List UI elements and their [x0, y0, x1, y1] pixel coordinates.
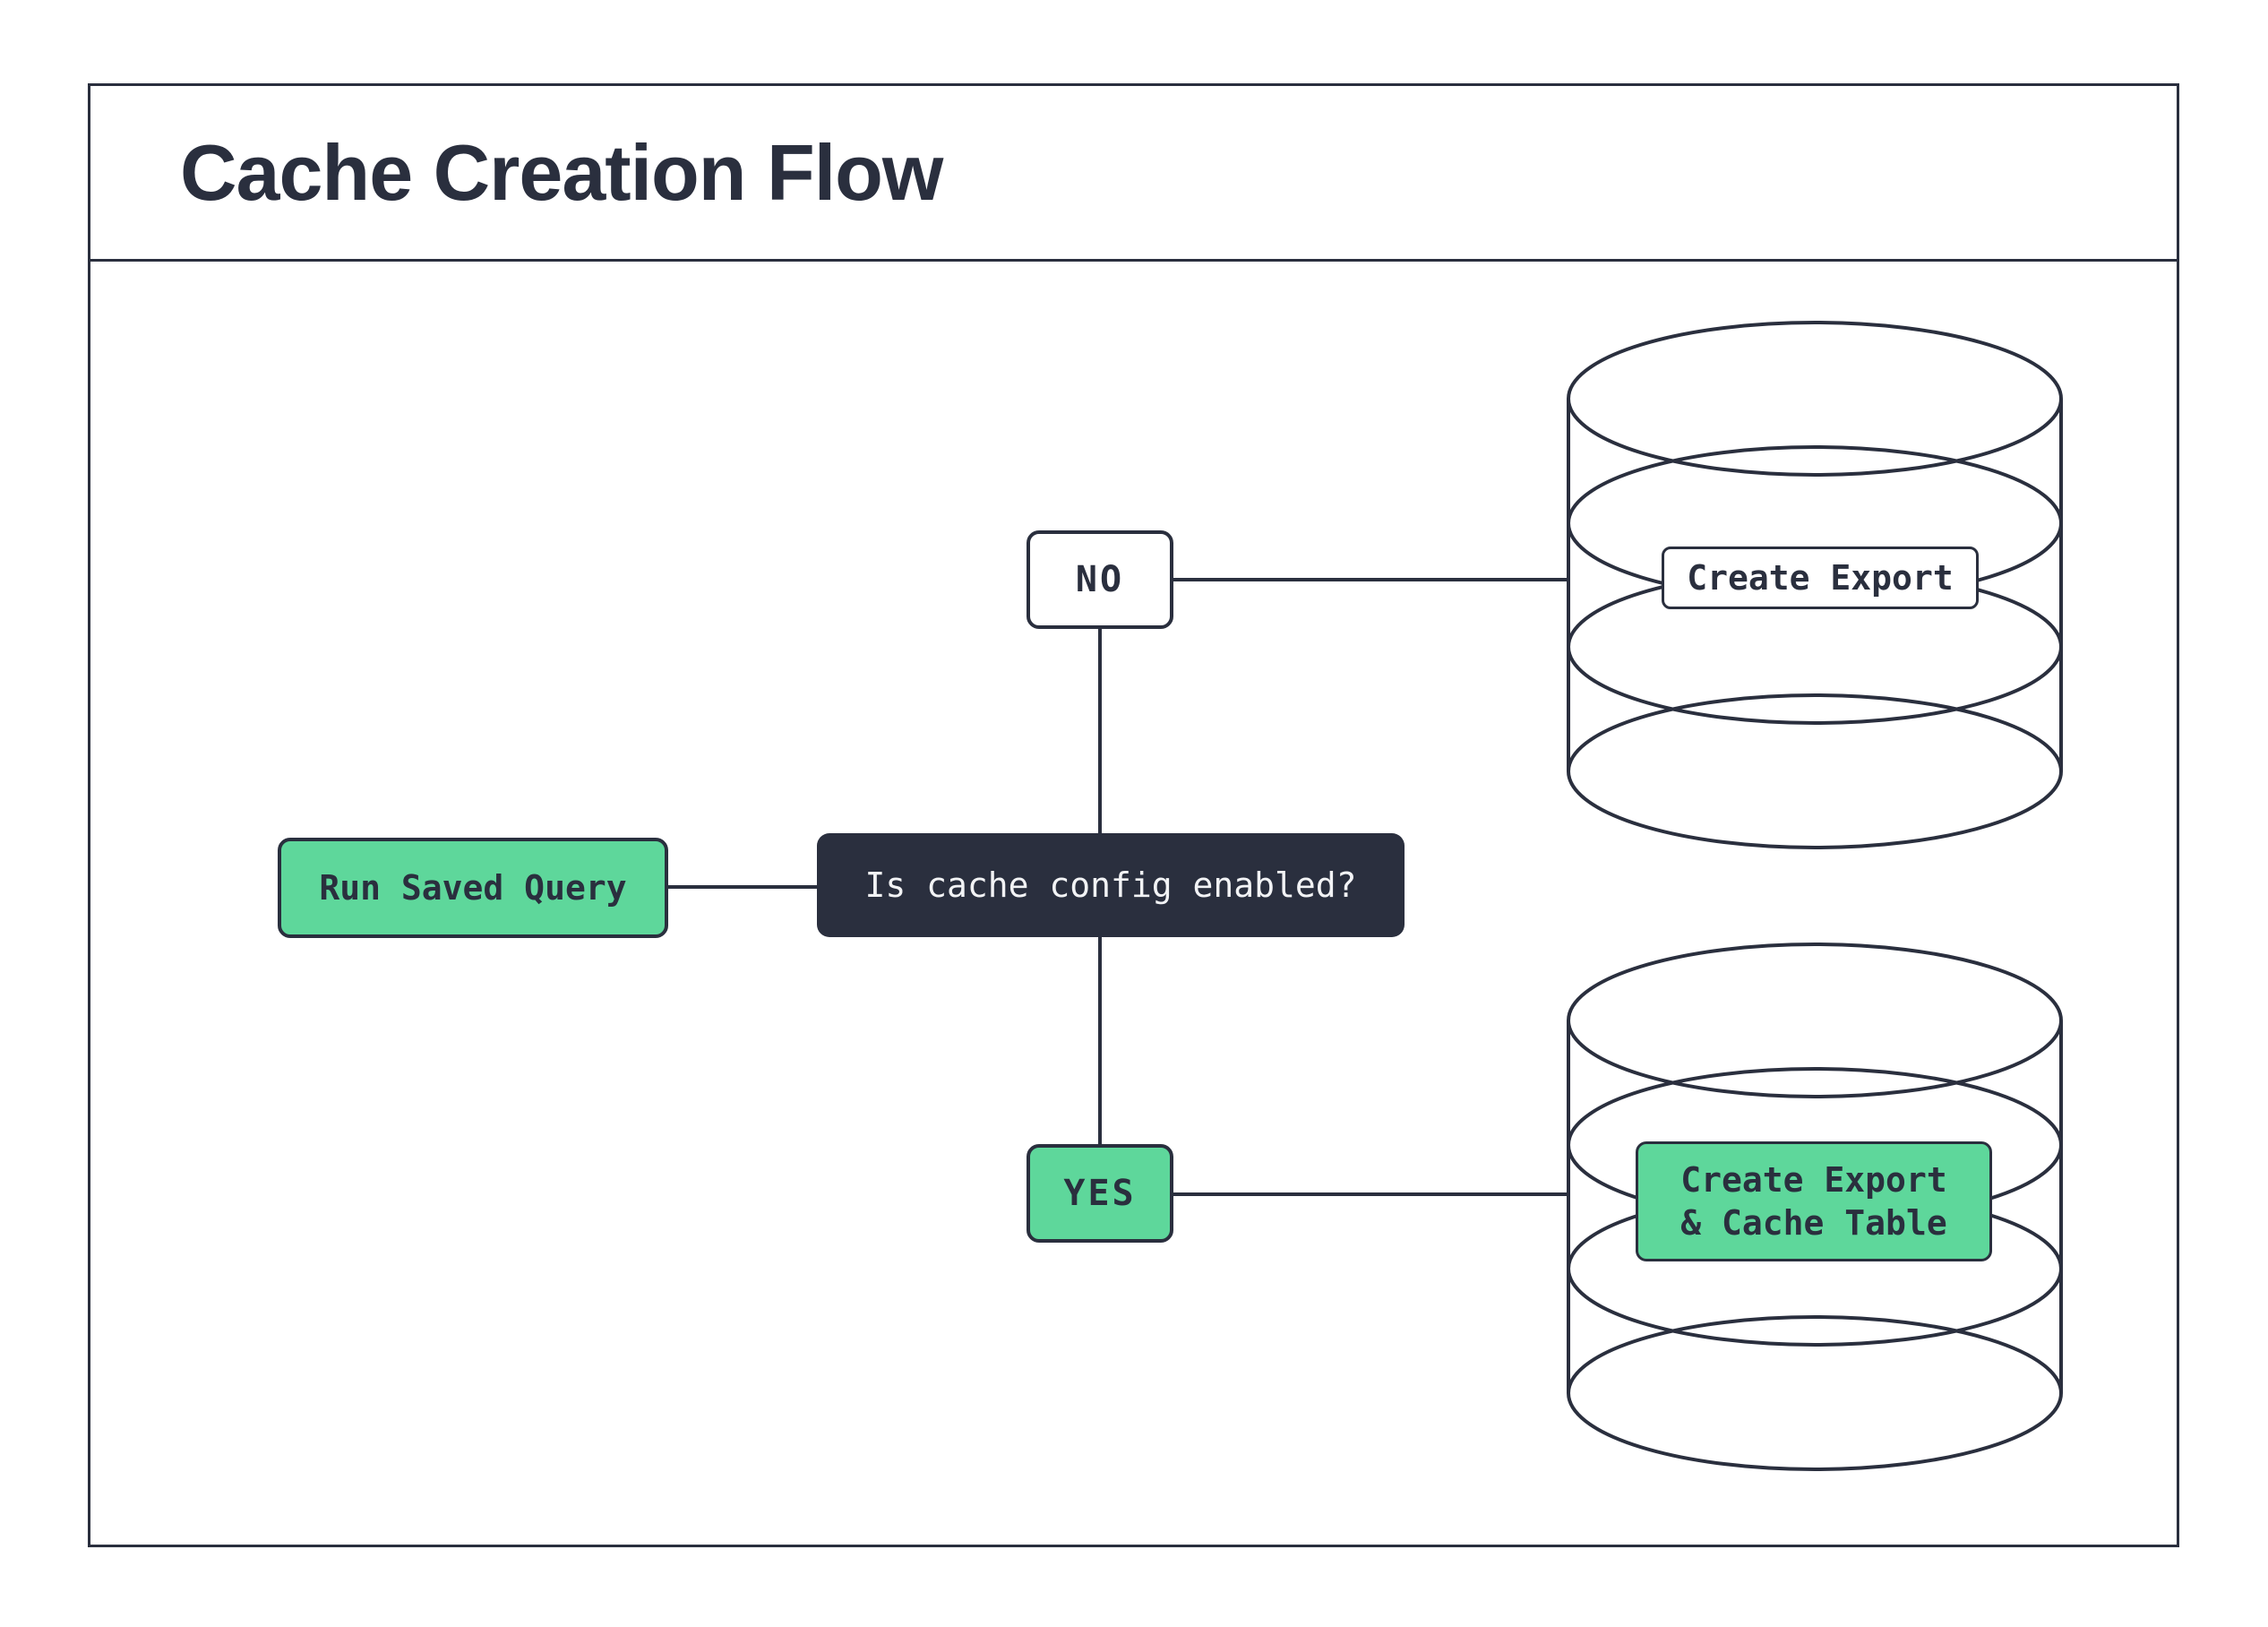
connector-lines [665, 578, 1570, 1196]
branch-no-label: NO [1075, 559, 1125, 600]
title-bar: Cache Creation Flow [90, 86, 2177, 262]
node-decision-cache-config: Is cache config enabled? [817, 833, 1405, 937]
node-decision-label: Is cache config enabled? [864, 865, 1357, 905]
db-label-create-export: Create Export [1662, 547, 1979, 609]
db-label-export-cache-line1: Create Export [1680, 1160, 1947, 1200]
flowchart-frame: Cache Creation Flow [88, 83, 2179, 1547]
database-icon-top [1567, 321, 2063, 849]
branch-no: NO [1027, 530, 1173, 629]
db-label-create-export-cache: Create Export & Cache Table [1636, 1141, 1992, 1261]
db-label-create-export-text: Create Export [1687, 558, 1954, 598]
db-label-export-cache-line2: & Cache Table [1680, 1203, 1947, 1243]
branch-yes: YES [1027, 1144, 1173, 1243]
branch-yes-label: YES [1063, 1173, 1137, 1214]
node-run-saved-query: Run Saved Query [278, 838, 668, 938]
node-run-saved-query-label: Run Saved Query [319, 868, 627, 908]
page-title: Cache Creation Flow [180, 127, 943, 217]
